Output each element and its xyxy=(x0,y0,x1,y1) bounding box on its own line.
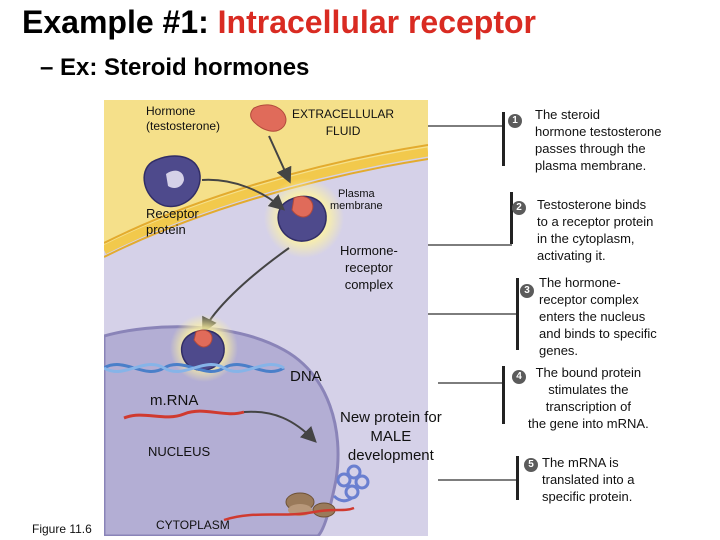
step-number-3: 3 xyxy=(520,284,534,298)
receptor-label-line-2: protein xyxy=(146,222,186,237)
step-bracket-1 xyxy=(502,112,505,166)
step-text-5: The mRNA is translated into a specific p… xyxy=(542,454,635,505)
step-number-5: 5 xyxy=(524,458,538,472)
step-1-line-1: The steroid xyxy=(535,107,601,122)
step-3-line-2: receptor complex xyxy=(539,292,639,307)
connector-line-4 xyxy=(438,382,504,384)
title-highlight: Intracellular receptor xyxy=(217,4,536,40)
step-text-1: The steroid hormone testosterone passes … xyxy=(535,106,661,174)
step-bracket-4 xyxy=(502,366,505,424)
dna-label: DNA xyxy=(290,368,322,385)
figure-label: Figure 11.6 xyxy=(32,522,92,536)
protein-label-line-1: New protein for xyxy=(340,409,442,426)
mrna-label: m.RNA xyxy=(150,392,199,409)
arrow-mrna-export xyxy=(243,410,317,443)
step-text-2: Testosterone binds to a receptor protein… xyxy=(537,196,653,264)
step-number-2: 2 xyxy=(512,201,526,215)
step-1-line-4: plasma membrane. xyxy=(535,158,647,173)
slide-subtitle: – Ex: Steroid hormones xyxy=(40,54,310,81)
step-bracket-5 xyxy=(516,456,519,500)
hormone-label-line-2: (testosterone) xyxy=(146,119,221,133)
complex-label-line-1: Hormone- xyxy=(340,243,398,258)
step-3-line-1: The hormone- xyxy=(539,275,621,290)
translating-mrna xyxy=(223,506,355,522)
step-4-line-3: transcription of xyxy=(545,399,631,414)
step-3-line-5: genes. xyxy=(539,343,579,358)
step-5-line-1: The mRNA is xyxy=(542,455,619,470)
step-text-4: The bound protein stimulates the transcr… xyxy=(528,364,649,432)
nucleus-label: NUCLEUS xyxy=(148,444,211,459)
step-1-line-2: hormone testosterone xyxy=(535,124,662,139)
arrow-binding xyxy=(201,178,285,211)
step-1-line-3: passes through the xyxy=(535,141,646,156)
protein-label-line-2: MALE xyxy=(370,428,412,445)
step-5-line-2: translated into a xyxy=(542,472,635,487)
title-prefix: Example #1: xyxy=(22,4,209,40)
dna-helix xyxy=(104,363,285,373)
step-2-line-1: Testosterone binds xyxy=(537,197,647,212)
hormone-label: Hormone (testosterone) xyxy=(146,104,220,134)
step-2-line-4: activating it. xyxy=(537,248,606,263)
extracellular-label-line-2: FLUID xyxy=(325,124,361,138)
extracellular-label: EXTRACELLULAR FLUID xyxy=(292,106,394,140)
complex-label-line-3: complex xyxy=(344,277,394,292)
receptor-label-line-1: Receptor xyxy=(146,206,199,221)
dna-bound-complex-icon xyxy=(180,329,225,372)
protein-label-line-3: development xyxy=(347,447,434,464)
receptor-protein xyxy=(143,155,201,208)
mrna-strand xyxy=(123,409,245,420)
cytoplasm-label: CYTOPLASM xyxy=(156,518,230,532)
cell-signaling-figure xyxy=(104,100,428,536)
step-number-1: 1 xyxy=(508,114,522,128)
hormone-molecule xyxy=(250,104,287,132)
complex-label: Hormone- receptor complex xyxy=(340,242,398,293)
hormone-receptor-complex-icon xyxy=(277,195,327,242)
connector-line-5 xyxy=(438,479,518,481)
step-2-line-3: in the cytoplasm, xyxy=(537,231,635,246)
complex-label-line-2: receptor xyxy=(345,260,393,275)
connector-line-2 xyxy=(428,244,512,246)
step-4-line-4: the gene into mRNA. xyxy=(528,416,649,431)
step-bracket-3 xyxy=(516,278,519,350)
step-text-3: The hormone- receptor complex enters the… xyxy=(539,274,657,359)
slide-title: Example #1: Intracellular receptor xyxy=(22,4,536,41)
step-4-line-1: The bound protein xyxy=(535,365,642,380)
plasma-membrane-label-line-2: membrane xyxy=(330,200,383,212)
step-3-line-3: enters the nucleus xyxy=(539,309,646,324)
new-protein-icon xyxy=(332,464,370,503)
plasma-membrane-label-line-1: Plasma xyxy=(337,188,375,200)
hormone-label-line-1: Hormone xyxy=(146,104,196,118)
arrow-hormone-entry xyxy=(268,135,292,184)
step-number-4: 4 xyxy=(512,370,526,384)
step-bracket-2 xyxy=(510,192,513,244)
receptor-protein-label: Receptor protein xyxy=(146,206,199,238)
step-5-line-3: specific protein. xyxy=(542,489,633,504)
connector-line-1 xyxy=(428,125,504,127)
step-3-line-4: and binds to specific xyxy=(539,326,657,341)
step-2-line-2: to a receptor protein xyxy=(537,214,654,229)
new-protein-label: New protein for MALE development xyxy=(340,408,442,465)
extracellular-label-line-1: EXTRACELLULAR xyxy=(292,107,395,121)
step-4-line-2: stimulates the xyxy=(548,382,629,397)
plasma-membrane-label: Plasma membrane xyxy=(330,188,383,212)
connector-line-3 xyxy=(428,313,518,315)
